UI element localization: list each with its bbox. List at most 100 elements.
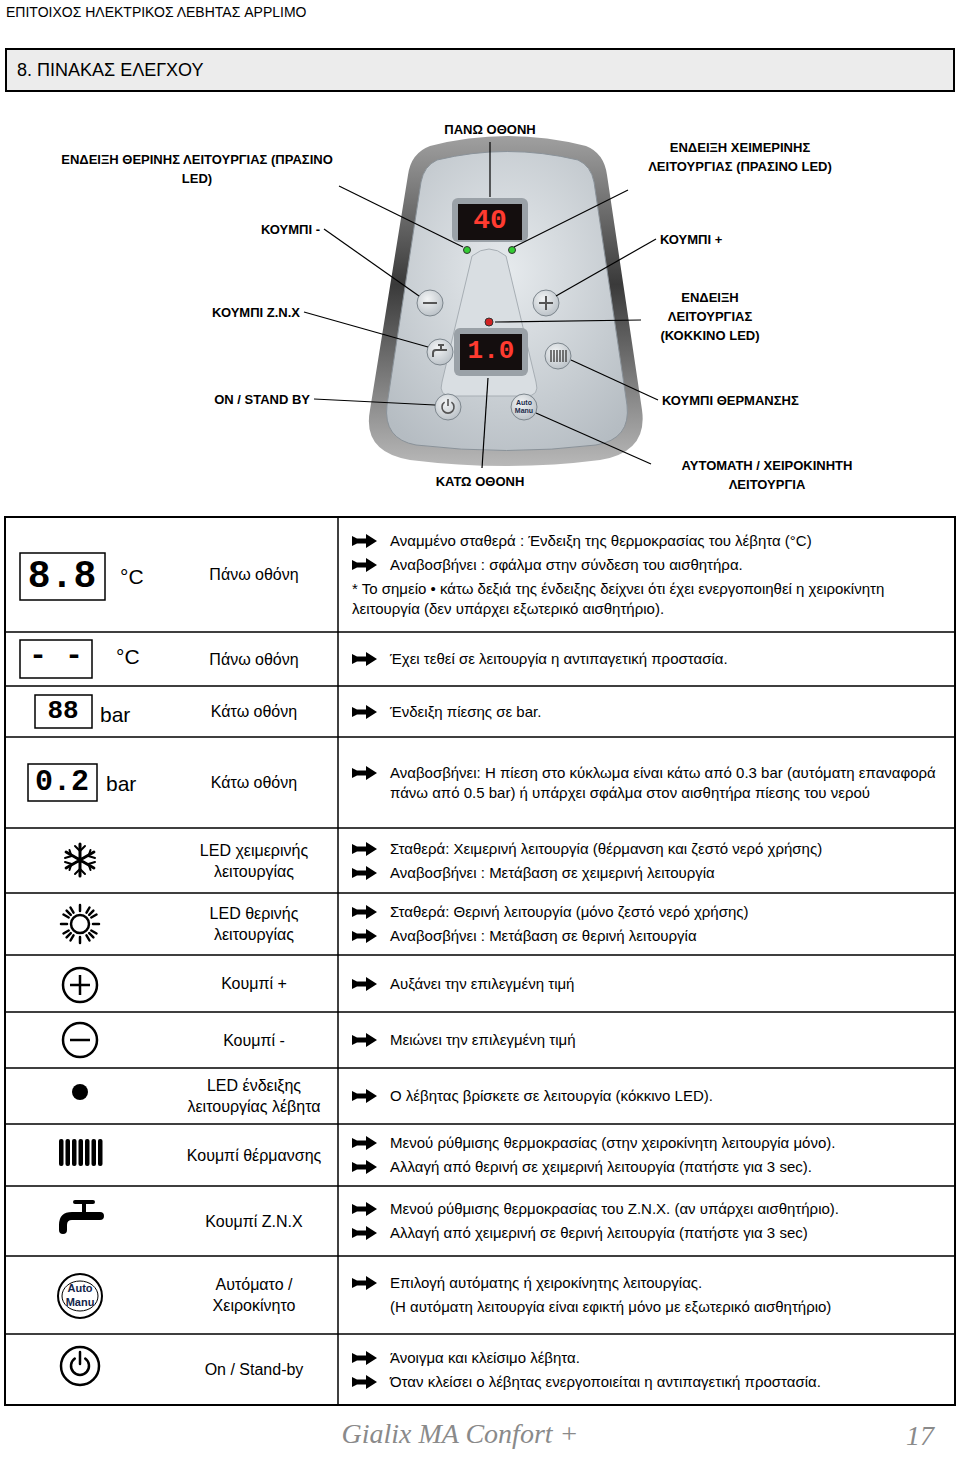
bullet-arrow bbox=[352, 558, 378, 573]
table-row-description: Αναβοσβήνει : σφάλμα στην σύνδεση του αι… bbox=[340, 555, 945, 575]
bullet-arrow bbox=[352, 1276, 378, 1291]
table-row-name: Κουμπί θέρμανσης bbox=[179, 1145, 329, 1166]
table-icons bbox=[20, 553, 105, 1385]
leader-line bbox=[304, 312, 428, 347]
bullet-arrow bbox=[352, 1375, 378, 1390]
table-name-cell: Κουμπί θέρμανσης bbox=[172, 1126, 336, 1184]
panel-face bbox=[387, 152, 628, 451]
table-name-cell: Κάτω οθόνη bbox=[172, 688, 336, 735]
leader-line bbox=[314, 399, 435, 405]
table-description-cell: Άνοιγμα και κλείσιμο λέβητα.Όταν κλείσει… bbox=[340, 1336, 952, 1403]
bullet-arrow-shape bbox=[352, 1136, 377, 1150]
auto-manu-icon bbox=[58, 1274, 102, 1318]
table-row-description: Μενού ρύθμισης θερμοκρασίας (στην χειροκ… bbox=[340, 1133, 945, 1153]
bullet-arrow-shape bbox=[352, 929, 377, 943]
table-row-name: Κουμπί Ζ.Ν.Χ bbox=[179, 1211, 329, 1232]
table-row-name: Πάνω οθόνη bbox=[179, 564, 329, 585]
callout-leader-lines bbox=[304, 142, 658, 468]
radiator-icon bbox=[59, 1139, 103, 1166]
bullet-arrow bbox=[352, 1089, 378, 1104]
callout-label: ΚΟΥΜΠΙ - bbox=[261, 220, 320, 239]
display-digits: 40 bbox=[473, 206, 507, 237]
table-row-name: On / Stand-by bbox=[179, 1359, 329, 1380]
display-icon-frame bbox=[20, 553, 105, 600]
table-row-description: Μενού ρύθμισης θερμοκρασίας του Ζ.Ν.Χ. (… bbox=[340, 1199, 945, 1219]
table-row-description: (Η αυτόματη λειτουργία είναι εφικτή μόνο… bbox=[340, 1297, 945, 1317]
bullet-arrow-shape bbox=[352, 534, 377, 548]
bullet-arrow-shape bbox=[352, 1202, 377, 1216]
table-name-cell: Κουμπί Ζ.Ν.Χ bbox=[172, 1188, 336, 1254]
dhw-button bbox=[427, 339, 453, 365]
bullet-arrow-shape bbox=[352, 766, 377, 780]
table-row-description: Αναβοσβήνει : Μετάβαση σε χειμερινή λειτ… bbox=[340, 863, 945, 883]
table-row-description: Αλλαγή από χειμερινή σε θερινή λειτουργί… bbox=[340, 1223, 945, 1243]
plus-icon bbox=[63, 968, 97, 1002]
table-name-cell: Κάτω οθόνη bbox=[172, 739, 336, 826]
table-name-cell: Αυτόματο / Χειροκίνητο bbox=[172, 1258, 336, 1332]
bullet-arrow-shape bbox=[352, 1226, 377, 1240]
plus-button bbox=[533, 290, 559, 316]
table-row-name: LED θερινής λειτουργίας bbox=[179, 903, 329, 945]
table-row-description: * Το σημείο • κάτω δεξιά της ένδειξης δε… bbox=[340, 579, 907, 619]
snowflake-icon bbox=[65, 844, 95, 876]
footer-model-name: Gialix MA Confort + bbox=[342, 1418, 579, 1450]
bullet-arrow bbox=[352, 1351, 378, 1366]
table-row-description: Αυξάνει την επιλεγμένη τιμή bbox=[340, 974, 945, 994]
bullet-arrow bbox=[352, 534, 378, 549]
leader-line bbox=[339, 186, 463, 247]
table-row-description: Σταθερά: Θερινή λειτουργία (μόνο ζεστό ν… bbox=[340, 902, 945, 922]
display-icon-frame bbox=[35, 695, 92, 728]
table-row-description: Μειώνει την επιλεγμένη τιμή bbox=[340, 1030, 945, 1050]
table-row-name: Κουμπί - bbox=[179, 1030, 329, 1051]
callout-label: ΕΝΔΕΙΞΗ ΧΕΙΜΕΡΙΝΗΣ ΛΕΙΤΟΥΡΓΙΑΣ (ΠΡΑΣΙΝΟ … bbox=[632, 138, 848, 176]
table-row-name: LED ένδειξης λειτουργίας λέβητα bbox=[179, 1075, 329, 1117]
bullet-arrow bbox=[352, 905, 378, 920]
icon-digits: 0.2 bbox=[35, 766, 89, 799]
leader-line bbox=[489, 142, 490, 197]
leader-line bbox=[324, 229, 419, 296]
leader-line bbox=[571, 360, 658, 400]
table-row-name: Πάνω οθόνη bbox=[179, 649, 329, 670]
sun-icon bbox=[61, 905, 99, 943]
table-border bbox=[5, 517, 955, 1405]
minus-icon bbox=[63, 1023, 97, 1057]
table-description-cell: Σταθερά: Θερινή λειτουργία (μόνο ζεστό ν… bbox=[340, 895, 952, 953]
column-rule bbox=[337, 517, 339, 1405]
callout-label: ΕΝΔΕΙΞΗ ΛΕΙΤΟΥΡΓΙΑΣ (ΚΟΚΚΙΝΟ LED) bbox=[645, 288, 775, 345]
power-symbol bbox=[442, 399, 454, 413]
button-text: Auto bbox=[516, 399, 532, 407]
table-row-name: LED χειμερινής λειτουργίας bbox=[179, 840, 329, 882]
table-name-cell: Πάνω οθόνη bbox=[172, 634, 336, 684]
leader-line bbox=[514, 190, 628, 247]
unit-label: bar bbox=[106, 772, 136, 796]
table-description-cell: Επιλογή αυτόματης ή χειροκίνητης λειτουρ… bbox=[340, 1258, 952, 1332]
callout-label: ΚΟΥΜΠΙ ΘΕΡΜΑΝΣΗΣ bbox=[662, 391, 799, 410]
display-icon-frame bbox=[28, 764, 97, 801]
tap-symbol bbox=[433, 345, 447, 357]
callout-label: ΚΟΥΜΠΙ Ζ.Ν.Χ bbox=[212, 303, 300, 322]
table-description-cell: Μενού ρύθμισης θερμοκρασίας (στην χειροκ… bbox=[340, 1126, 952, 1184]
callout-label: ΑΥΤΟΜΑΤΗ / ΧΕΙΡΟΚΙΝΗΤΗ ΛΕΙΤΟΥΡΓΙΑ bbox=[655, 456, 880, 494]
leader-line bbox=[495, 320, 641, 322]
minus-sign bbox=[423, 302, 437, 304]
callout-label: ΕΝΔΕΙΞΗ ΘΕΡΙΝΗΣ ΛΕΙΤΟΥΡΓΙΑΣ (ΠΡΑΣΙΝΟ LED… bbox=[60, 150, 335, 188]
minus-button bbox=[417, 290, 443, 316]
bullet-arrow-shape bbox=[352, 1033, 377, 1047]
table-name-cell: Κουμπί - bbox=[172, 1014, 336, 1066]
bullet-arrow-shape bbox=[352, 558, 377, 572]
tap-icon bbox=[63, 1202, 100, 1230]
table-description-cell: Αυξάνει την επιλεγμένη τιμή bbox=[340, 957, 952, 1010]
icon-digits: - - bbox=[29, 640, 83, 673]
table-description-cell: Ένδειξη πίεσης σε bar. bbox=[340, 688, 952, 735]
auto-manu-button bbox=[511, 394, 537, 420]
display-icon-frame bbox=[20, 640, 92, 678]
table-description-cell: Μενού ρύθμισης θερμοκρασίας του Ζ.Ν.Χ. (… bbox=[340, 1188, 952, 1254]
table-description-cell: Μειώνει την επιλεγμένη τιμή bbox=[340, 1014, 952, 1066]
table-name-cell: Πάνω οθόνη bbox=[172, 519, 336, 630]
lower-display-bezel bbox=[454, 328, 528, 376]
table-row-description: Ένδειξη πίεσης σε bar. bbox=[340, 702, 945, 722]
table-row-description: Έχει τεθεί σε λειτουργία η αντιπαγετική … bbox=[340, 649, 945, 669]
table-grid bbox=[5, 517, 955, 1405]
table-row-name: Κάτω οθόνη bbox=[179, 772, 329, 793]
table-row-name: Κουμπί + bbox=[179, 973, 329, 994]
